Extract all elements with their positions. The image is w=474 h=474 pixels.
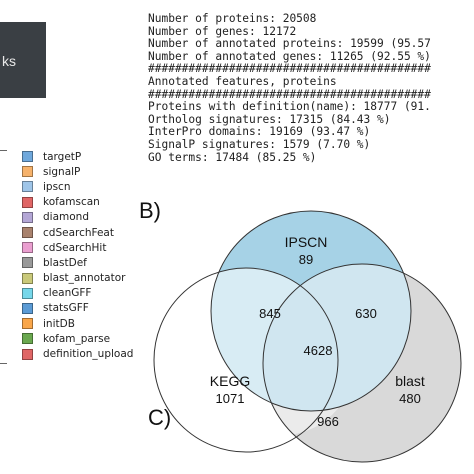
legend-swatch [22,257,33,269]
legend-swatch [22,242,33,254]
legend-label: kofamscan [43,196,100,209]
venn-blast-count: 480 [399,391,421,406]
legend-item: kofam_parse [22,331,162,346]
legend-label: blastDef [43,256,87,269]
legend-swatch [22,348,33,360]
legend-label: initDB [43,317,75,330]
legend-swatch [22,151,33,163]
legend-item: statsGFF [22,301,162,316]
legend-label: signalP [43,165,81,178]
legend-label: cdSearchHit [43,241,107,254]
stats-line: Ortholog signatures: 17315 (84.43 %) [148,113,391,126]
stats-line: ########################################… [148,63,431,76]
venn-ipscn-blast-overlap [263,264,411,411]
cropped-dark-panel: ks [0,22,46,98]
panel-label-c: C) [148,405,172,430]
legend-label: blast_annotator [43,272,126,285]
legend-label: targetP [43,150,82,163]
legend-swatch [22,227,33,239]
legend-swatch [22,196,33,208]
legend-label: ipscn [43,180,71,193]
venn-ipscn-name: IPSCN [285,234,328,250]
venn-kegg-blast-count: 966 [317,414,339,429]
legend-label: statsGFF [43,302,89,315]
panel-label-b: B) [139,198,161,223]
venn-ipscn-kegg-count: 845 [259,306,281,321]
venn-all-count: 4628 [304,343,333,358]
legend-swatch [22,287,33,299]
legend-item: signalP [22,164,162,179]
legend-item: ipscn [22,179,162,194]
legend-label: diamond [43,211,89,224]
legend-swatch [22,181,33,193]
legend-label: cdSearchFeat [43,226,114,239]
legend-swatch [22,211,33,223]
legend-label: kofam_parse [43,332,111,345]
venn-kegg-name: KEGG [210,373,250,389]
cropped-panel-text: ks [2,53,16,69]
legend-item: blast_annotator [22,271,162,286]
legend-swatch [22,333,33,345]
legend-item: cdSearchFeat [22,225,162,240]
legend-item: blastDef [22,255,162,270]
stats-line: Number of genes: 12172 [148,25,297,38]
legend-item: targetP [22,149,162,164]
legend-item: definition_upload [22,346,162,361]
legend-item: cdSearchHit [22,240,162,255]
left-edge-tick [0,363,7,364]
stats-line: Proteins with definition(name): 18777 (9… [148,101,431,114]
stats-line: ########################################… [148,88,431,101]
legend-swatch [22,302,33,314]
venn-ipscn-outline [210,210,412,412]
stats-line: Annotated features, proteins [148,75,337,88]
legend-item: initDB [22,316,162,331]
left-edge-tick [0,150,7,151]
stats-line: GO terms: 17484 (85.25 %) [148,151,317,164]
stats-line: Number of proteins: 20508 [148,13,317,25]
legend-swatch [22,166,33,178]
venn-ipscn-count: 89 [299,252,313,267]
legend-label: cleanGFF [43,287,92,300]
venn-blast-outline [262,263,462,463]
pipeline-legend: targetP signalP ipscn kofamscan diamond cdSea… [22,149,162,362]
venn-kegg-outline [153,267,339,453]
stats-line: SignalP signatures: 1579 (7.70 %) [148,138,371,151]
stats-line: InterPro domains: 19169 (93.47 %) [148,126,371,139]
stats-line: Number of annotated proteins: 19599 (95.… [148,38,431,51]
legend-swatch [22,318,33,330]
venn-blast-name: blast [395,373,425,389]
legend-swatch [22,272,33,284]
legend-item: kofamscan [22,195,162,210]
legend-item: diamond [22,210,162,225]
venn-ipscn-blast-count: 630 [355,306,377,321]
legend-item: cleanGFF [22,286,162,301]
stats-line: Number of annotated genes: 11265 (92.55 … [148,50,431,63]
legend-label: definition_upload [43,348,134,361]
venn-kegg-count: 1071 [216,391,245,406]
